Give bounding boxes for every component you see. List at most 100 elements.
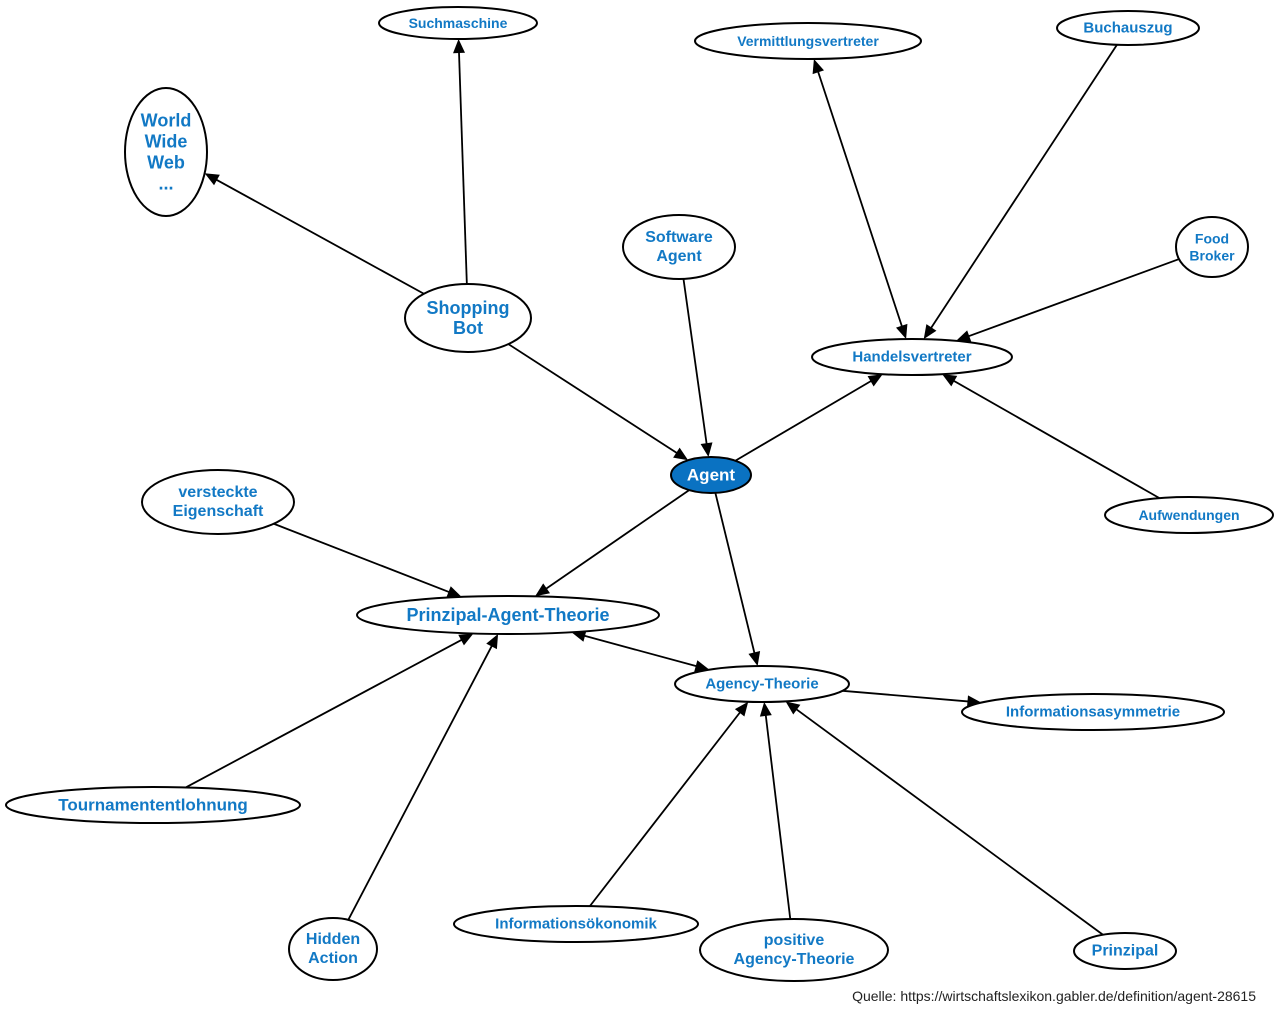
node-agent[interactable]: Agent — [670, 456, 752, 494]
edge-informationsoekonomik-to-agency-theorie — [589, 701, 749, 907]
edge-line — [507, 343, 679, 455]
node-ellipse — [1104, 496, 1274, 534]
node-label: Prinzipal — [1092, 943, 1159, 960]
edge-positive-agency-theorie-to-agency-theorie — [759, 701, 792, 920]
node-www[interactable]: WorldWideWeb... — [124, 87, 208, 217]
arrowhead-icon — [942, 374, 958, 387]
arrowhead-icon — [785, 701, 801, 715]
node-label: Handelsvertreter — [852, 349, 971, 366]
edge-agent-to-handelsvertreter — [734, 374, 883, 462]
edge-hidden-action-to-prinzipal-agent-theorie — [347, 633, 499, 921]
edge-line — [682, 278, 708, 446]
edge-prinzipal-to-agency-theorie — [785, 701, 1104, 936]
node-label: Informationsasymmetrie — [1006, 704, 1180, 721]
arrowhead-icon — [966, 695, 982, 708]
arrowhead-icon — [673, 447, 689, 461]
arrowhead-icon — [453, 38, 466, 54]
node-label: Agent — [656, 248, 702, 265]
edge-line — [347, 644, 494, 921]
node-ellipse — [670, 456, 752, 494]
edge-food-broker-to-handelsvertreter — [956, 258, 1180, 342]
node-ellipse — [141, 469, 295, 535]
node-ellipse — [699, 918, 889, 982]
edge-line — [589, 710, 742, 907]
arrowhead-icon — [446, 586, 462, 598]
node-label: Food — [1195, 231, 1229, 247]
edge-line — [764, 713, 792, 920]
node-ellipse — [811, 338, 1013, 376]
arrowhead-icon — [486, 633, 499, 650]
node-label: positive — [764, 932, 825, 949]
edge-line — [967, 258, 1180, 338]
node-label: Buchauszug — [1083, 20, 1172, 37]
arrowhead-icon — [204, 173, 220, 186]
node-label: World — [141, 111, 192, 131]
node-label: Wide — [145, 132, 188, 152]
node-label: Action — [308, 950, 358, 967]
arrowhead-icon — [759, 701, 772, 717]
edge-prinzipal-agent-theorie-to-agency-theorie — [571, 630, 710, 672]
node-ellipse — [453, 905, 699, 943]
node-suchmaschine[interactable]: Suchmaschine — [378, 6, 538, 40]
arrowhead-icon — [535, 583, 551, 597]
edge-line — [214, 178, 425, 295]
node-ellipse — [404, 283, 532, 353]
node-label: Aufwendungen — [1138, 507, 1239, 523]
edge-line — [714, 492, 756, 655]
node-label: Hidden — [306, 931, 360, 948]
node-handelsvertreter[interactable]: Handelsvertreter — [811, 338, 1013, 376]
arrowhead-icon — [812, 58, 824, 75]
edge-buchauszug-to-handelsvertreter — [923, 44, 1118, 340]
node-buchauszug[interactable]: Buchauszug — [1056, 10, 1200, 46]
node-prinzipal-agent-theorie[interactable]: Prinzipal-Agent-Theorie — [356, 595, 660, 635]
edge-line — [185, 638, 464, 789]
node-ellipse — [961, 693, 1225, 731]
edge-line — [816, 70, 904, 328]
edge-versteckte-eigenschaft-to-prinzipal-agent-theorie — [273, 522, 462, 598]
node-label: Prinzipal-Agent-Theorie — [406, 605, 609, 625]
node-aufwendungen[interactable]: Aufwendungen — [1104, 496, 1274, 534]
edge-line — [842, 689, 970, 703]
node-informationsasymmetrie[interactable]: Informationsasymmetrie — [961, 693, 1225, 731]
node-prinzipal[interactable]: Prinzipal — [1073, 932, 1177, 970]
arrowhead-icon — [700, 442, 713, 458]
edge-shopping-bot-to-suchmaschine — [453, 38, 468, 285]
arrowhead-icon — [867, 374, 883, 387]
node-ellipse — [5, 786, 301, 824]
node-agency-theorie[interactable]: Agency-Theorie — [674, 665, 850, 703]
edge-agency-theorie-to-informationsasymmetrie — [842, 689, 982, 708]
arrowhead-icon — [748, 650, 761, 667]
arrowhead-icon — [896, 323, 908, 340]
edge-line — [458, 50, 468, 285]
edge-shopping-bot-to-agent — [507, 343, 689, 461]
node-ellipse — [356, 595, 660, 635]
edge-line — [952, 379, 1160, 499]
node-informationsoekonomik[interactable]: Informationsökonomik — [453, 905, 699, 943]
node-ellipse — [694, 22, 922, 60]
node-label: Tournamententlohnung — [58, 796, 248, 815]
edge-line — [273, 522, 451, 594]
edge-line — [582, 634, 698, 668]
edge-line — [929, 44, 1118, 330]
source-citation: Quelle: https://wirtschaftslexikon.gable… — [852, 988, 1256, 1004]
edges-layer — [185, 38, 1180, 936]
arrowhead-icon — [956, 330, 972, 342]
node-label: Eigenschaft — [173, 503, 264, 520]
node-tournamententlohnung[interactable]: Tournamententlohnung — [5, 786, 301, 824]
edge-aufwendungen-to-handelsvertreter — [942, 374, 1160, 499]
node-label: Agency-Theorie — [734, 951, 855, 968]
arrowhead-icon — [694, 660, 710, 672]
node-vermittlungsvertreter[interactable]: Vermittlungsvertreter — [694, 22, 922, 60]
edge-line — [544, 489, 690, 591]
edge-tournamententlohnung-to-prinzipal-agent-theorie — [185, 633, 474, 789]
arrowhead-icon — [923, 324, 937, 340]
edge-handelsvertreter-to-vermittlungsvertreter — [812, 58, 908, 340]
node-ellipse — [1056, 10, 1200, 46]
